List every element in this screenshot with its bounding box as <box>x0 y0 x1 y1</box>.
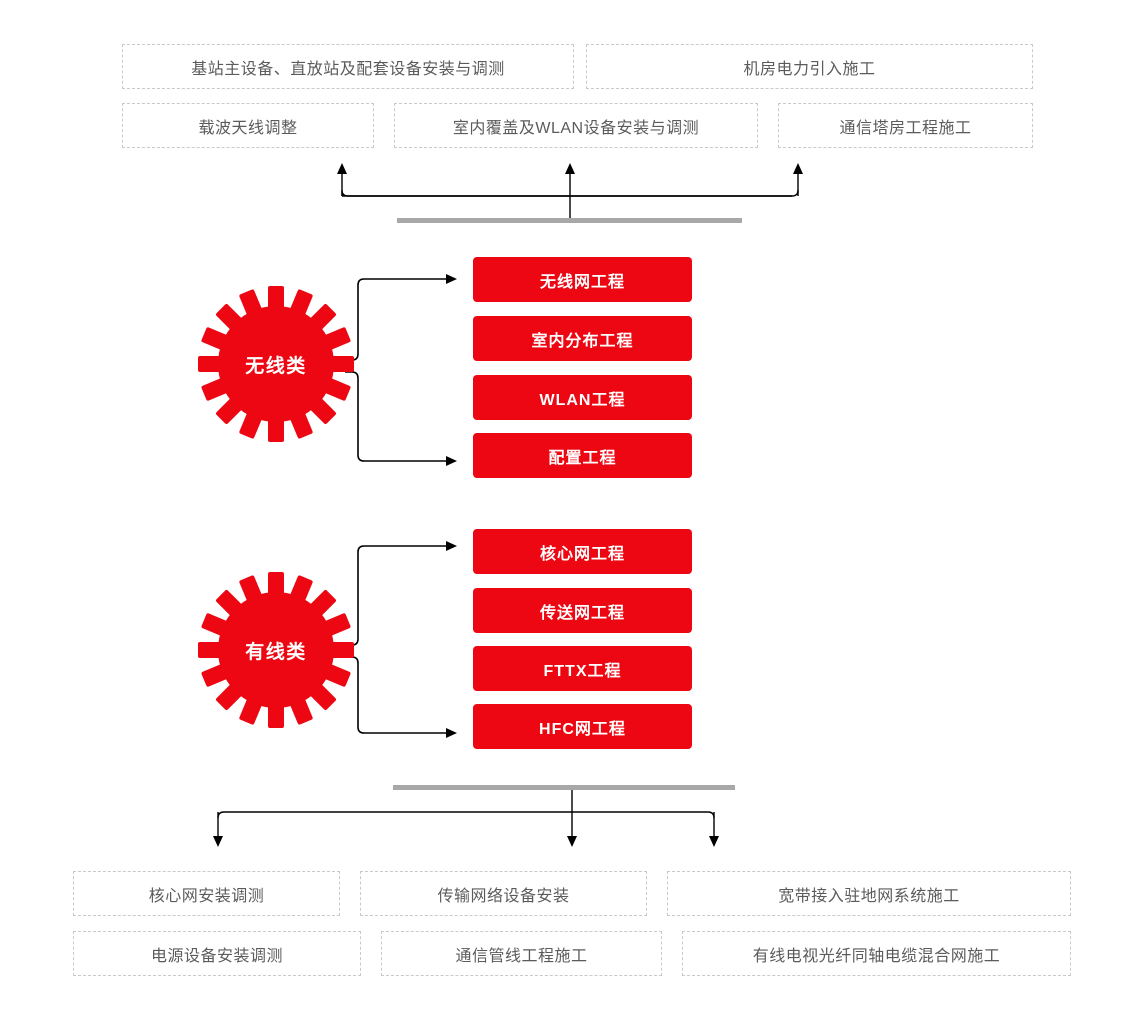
wireless-item-1[interactable]: 无线网工程 <box>473 257 692 302</box>
bottom-connector-group <box>213 790 719 847</box>
wireless-item-3[interactable]: WLAN工程 <box>473 375 692 420</box>
wired-item-3[interactable]: FTTX工程 <box>473 646 692 691</box>
top-distribution-line <box>341 189 799 197</box>
gear-icon <box>198 286 354 442</box>
top-connector-group <box>337 163 803 218</box>
bottom-row1-box-1[interactable]: 核心网安装调测 <box>73 871 340 916</box>
wired-item-2[interactable]: 传送网工程 <box>473 588 692 633</box>
bottom-divider-bar <box>393 785 735 790</box>
bottom-row1-box-3[interactable]: 宽带接入驻地网系统施工 <box>667 871 1071 916</box>
wired-item-1[interactable]: 核心网工程 <box>473 529 692 574</box>
bottom-row2-box-2[interactable]: 通信管线工程施工 <box>381 931 662 976</box>
top-row2-box-2[interactable]: 室内覆盖及WLAN设备安装与调测 <box>394 103 758 148</box>
bottom-row2-box-1[interactable]: 电源设备安装调测 <box>73 931 361 976</box>
wired-connector-group <box>345 541 457 738</box>
gear-icon <box>198 572 354 728</box>
bottom-row2-box-3[interactable]: 有线电视光纤同轴电缆混合网施工 <box>682 931 1071 976</box>
top-row2-box-1[interactable]: 载波天线调整 <box>122 103 374 148</box>
wireless-item-4[interactable]: 配置工程 <box>473 433 692 478</box>
top-row1-box-1[interactable]: 基站主设备、直放站及配套设备安装与调测 <box>122 44 574 89</box>
bottom-distribution-line <box>217 811 715 819</box>
wireless-connector-group <box>345 274 457 466</box>
wired-arrow-top <box>345 541 457 646</box>
bottom-row1-box-2[interactable]: 传输网络设备安装 <box>360 871 647 916</box>
wireless-arrow-top <box>345 274 457 361</box>
gear-wired[interactable]: 有线类 <box>196 570 356 730</box>
wireless-arrow-bottom <box>345 371 457 466</box>
gear-wireless[interactable]: 无线类 <box>196 284 356 444</box>
wireless-item-2[interactable]: 室内分布工程 <box>473 316 692 361</box>
top-row2-box-3[interactable]: 通信塔房工程施工 <box>778 103 1033 148</box>
wired-arrow-bottom <box>345 656 457 738</box>
top-row1-box-2[interactable]: 机房电力引入施工 <box>586 44 1033 89</box>
top-divider-bar <box>397 218 742 223</box>
wired-item-4[interactable]: HFC网工程 <box>473 704 692 749</box>
